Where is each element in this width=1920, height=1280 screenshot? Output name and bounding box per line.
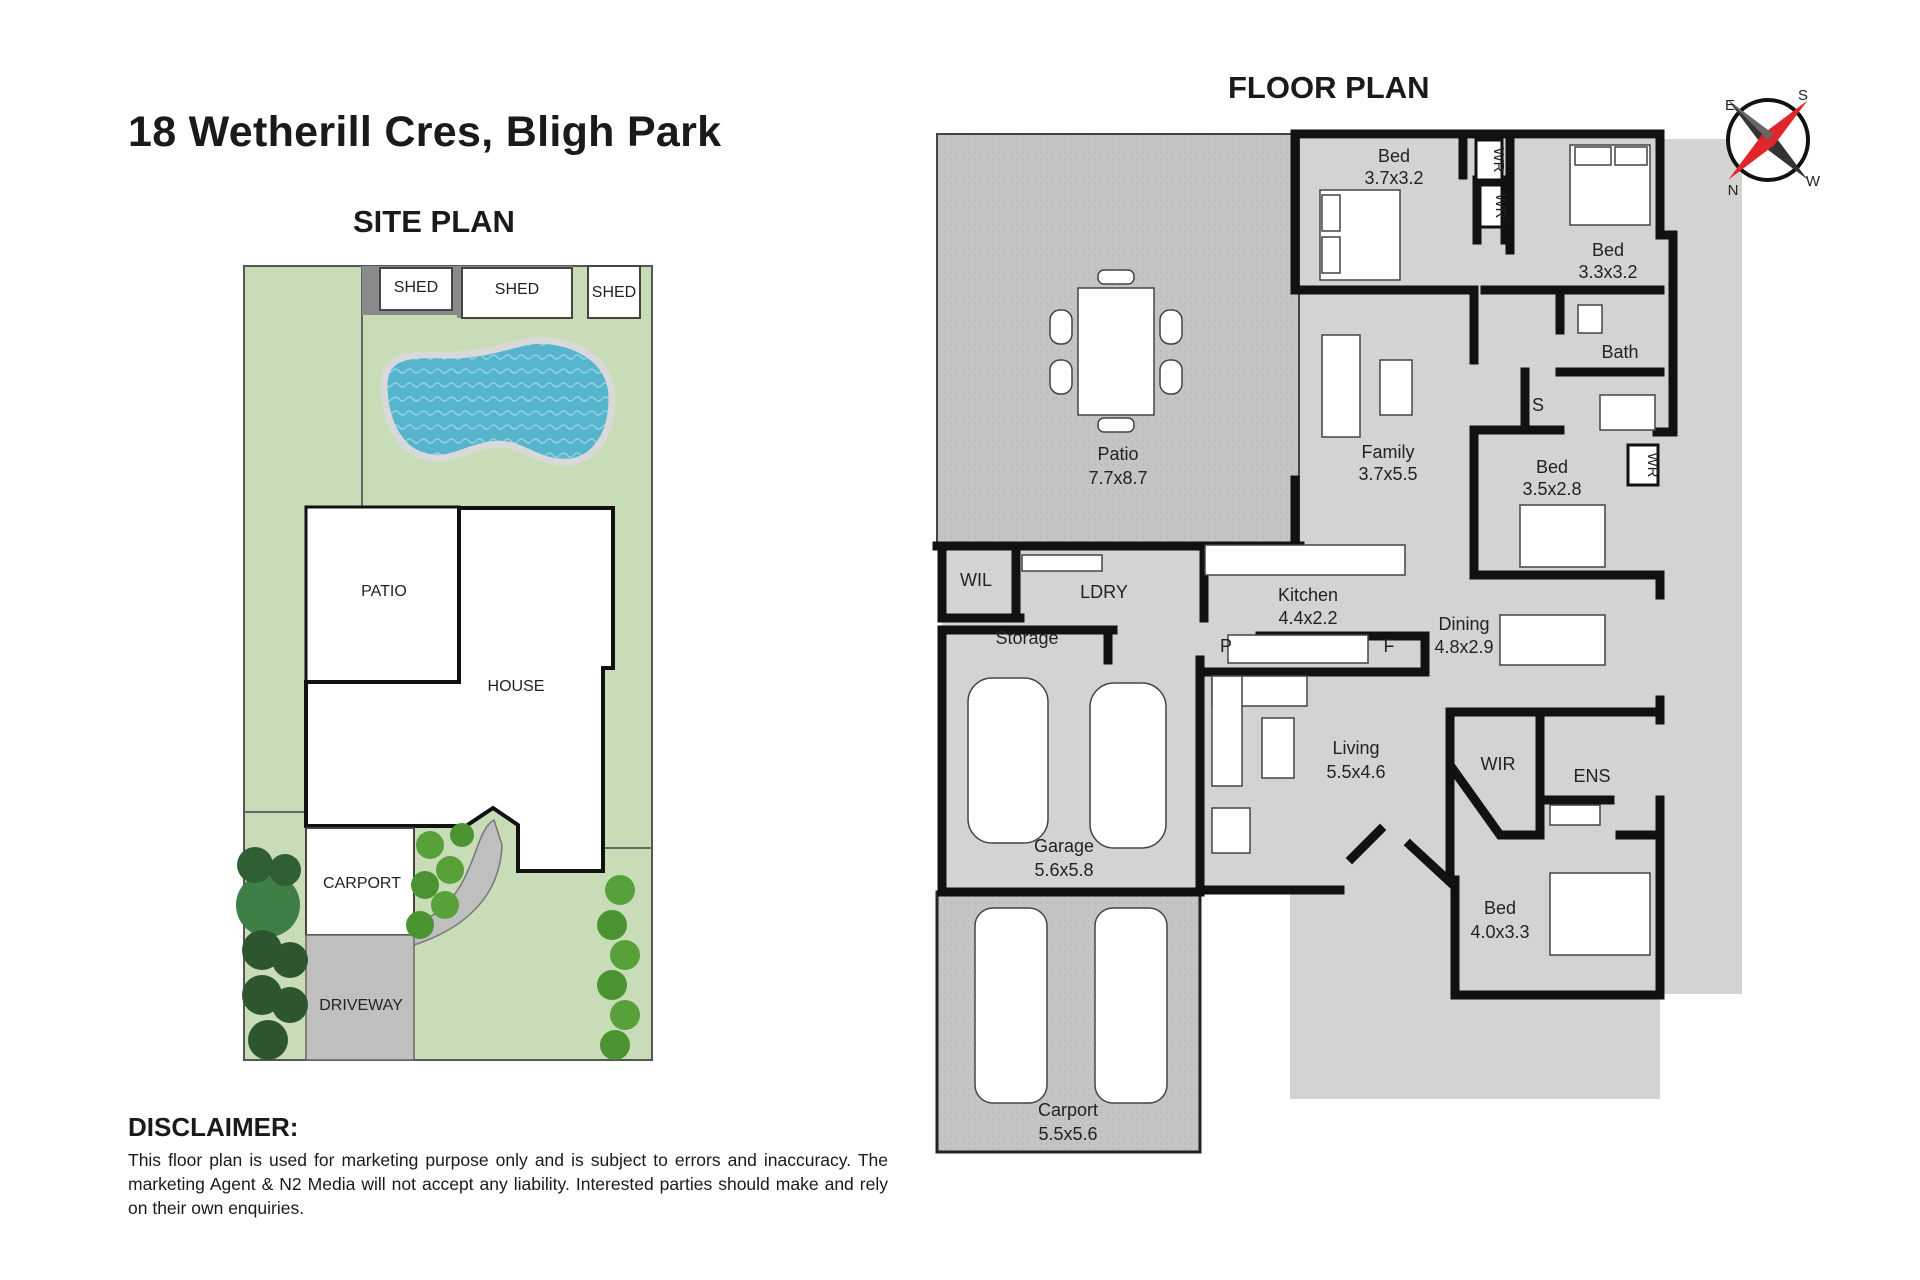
kitchen-name: Kitchen [1278, 585, 1338, 605]
site-driveway-label: DRIVEWAY [319, 997, 403, 1014]
shed-3-label: SHED [592, 284, 636, 301]
walls [932, 129, 1678, 1000]
compass-rose: S E N W [1725, 87, 1821, 199]
bed-2-name: Bed [1592, 240, 1624, 260]
site-plan-heading: SITE PLAN [353, 204, 515, 239]
disclaimer-heading: DISCLAIMER: [128, 1112, 299, 1142]
compass-s: S [1798, 87, 1808, 104]
wr-2-label: WR [1492, 194, 1509, 219]
swimming-pool [380, 336, 616, 466]
disclaimer-text: This floor plan is used for marketing pu… [128, 1150, 888, 1218]
bed-1-size: 3.7x3.2 [1364, 168, 1423, 188]
shed-1: SHED [362, 266, 457, 315]
compass-w: W [1806, 173, 1821, 190]
bed-3-size: 3.5x2.8 [1522, 479, 1581, 499]
dining-size: 4.8x2.9 [1434, 637, 1493, 657]
site-driveway [305, 934, 415, 1061]
shed-2: SHED [457, 266, 573, 319]
site-plan: SHED SHED SHED PATIO HOUSE CARPORT DRIVE… [236, 265, 653, 1061]
site-carport-label: CARPORT [323, 875, 401, 892]
carport-name: Carport [1038, 1100, 1098, 1120]
shed-3: SHED [587, 265, 641, 319]
site-house-label: HOUSE [488, 678, 545, 695]
garden-plants [236, 823, 640, 1060]
floor-plan: Bed 3.7x3.2 Bed 3.3x3.2 Bath S Family 3.… [932, 129, 1742, 1154]
family-name: Family [1362, 442, 1415, 462]
compass-e: E [1725, 97, 1735, 114]
site-house [304, 506, 615, 873]
bed-4-size: 4.0x3.3 [1470, 922, 1529, 942]
family-size: 3.7x5.5 [1358, 464, 1417, 484]
site-carport [305, 827, 415, 936]
patio-dining-table [1049, 269, 1183, 433]
dining-name: Dining [1438, 614, 1489, 634]
bed-2-size: 3.3x3.2 [1578, 262, 1637, 282]
bath-label: Bath [1601, 342, 1638, 362]
site-patio-label: PATIO [361, 583, 407, 600]
shed-1-label: SHED [394, 279, 438, 296]
bed-1-name: Bed [1378, 146, 1410, 166]
wir-label: WIR [1481, 754, 1516, 774]
kitchen-size: 4.4x2.2 [1278, 608, 1337, 628]
furniture [967, 144, 1656, 1104]
wr-3-label: WR [1644, 453, 1661, 478]
bed-3-name: Bed [1536, 457, 1568, 477]
ens-label: ENS [1573, 766, 1610, 786]
wr-1-label: WR [1490, 148, 1507, 173]
ldry-label: LDRY [1080, 582, 1128, 602]
living-size: 5.5x4.6 [1326, 762, 1385, 782]
fridge-label: F [1384, 636, 1395, 656]
garage-name: Garage [1034, 836, 1094, 856]
floor-plan-heading: FLOOR PLAN [1228, 70, 1430, 105]
compass-n: N [1728, 182, 1739, 199]
patio-size: 7.7x8.7 [1088, 468, 1147, 488]
storage-label: Storage [995, 628, 1058, 648]
bed-4-name: Bed [1484, 898, 1516, 918]
property-address: 18 Wetherill Cres, Bligh Park [128, 108, 722, 156]
pantry-label: P [1220, 636, 1232, 656]
store-s-label: S [1532, 395, 1544, 415]
living-name: Living [1332, 738, 1379, 758]
shed-2-label: SHED [495, 281, 539, 298]
patio-name: Patio [1097, 444, 1138, 464]
garage-size: 5.6x5.8 [1034, 860, 1093, 880]
carport-size: 5.5x5.6 [1038, 1124, 1097, 1144]
wil-label: WIL [960, 570, 992, 590]
